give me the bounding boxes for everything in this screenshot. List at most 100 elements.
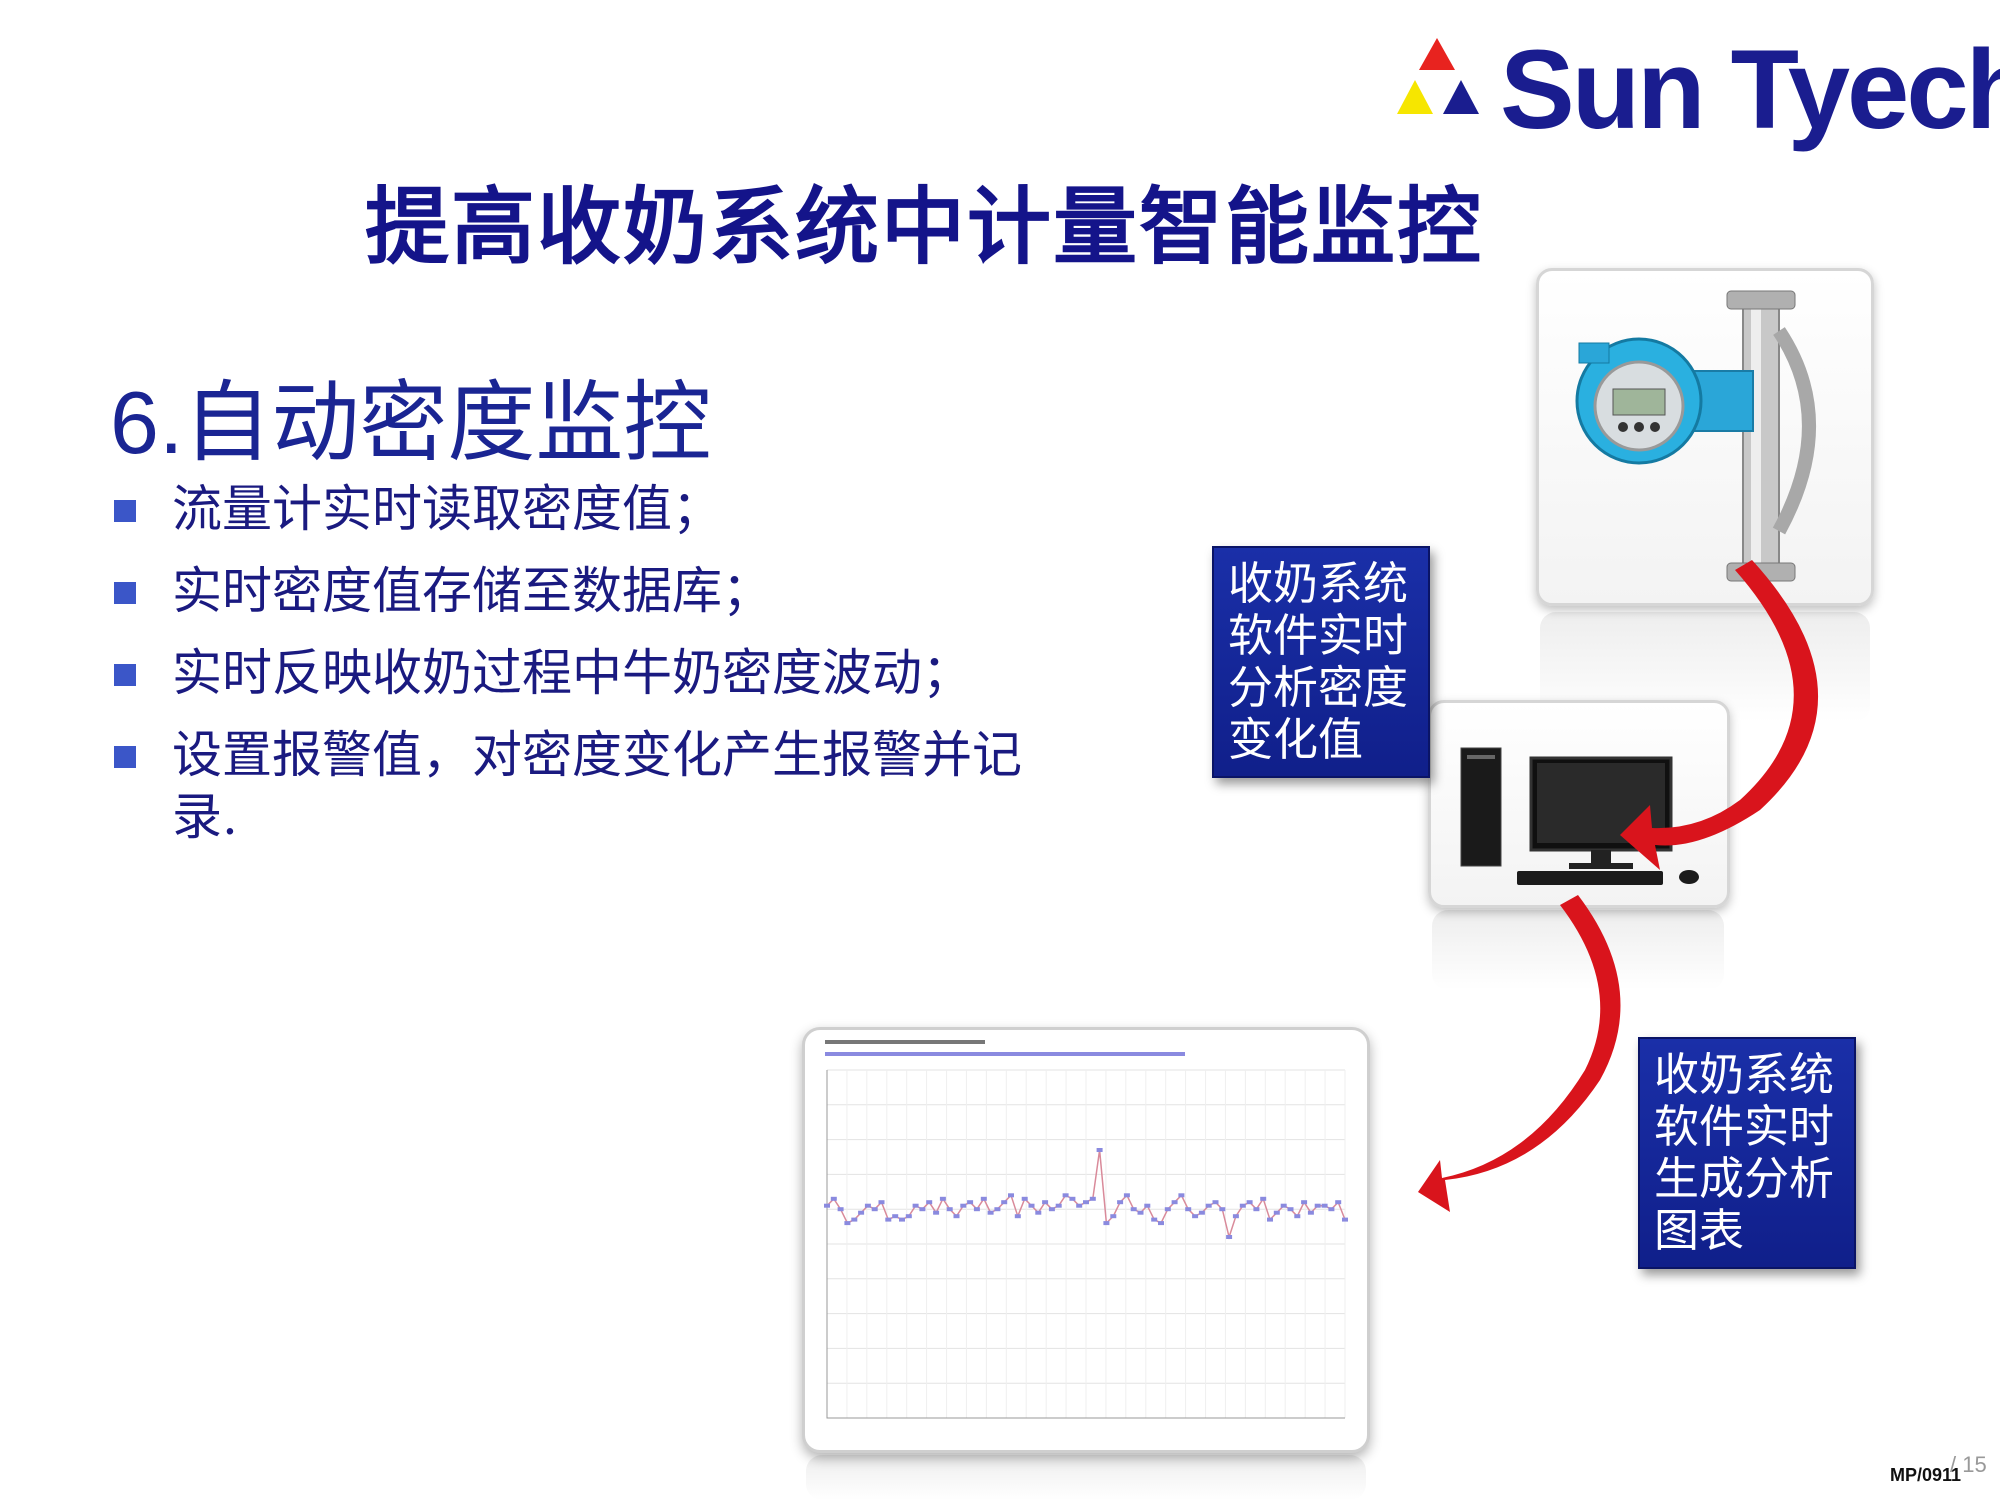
list-item: 实时密度值存储至数据库； <box>112 560 1072 622</box>
data-point <box>851 1217 858 1222</box>
data-point <box>1335 1200 1342 1205</box>
data-point <box>1048 1207 1055 1212</box>
data-point <box>1076 1203 1083 1208</box>
bullet-text: 设置报警值，对密度变化产生报警并记录. <box>172 726 1022 846</box>
data-point <box>994 1207 1001 1212</box>
data-point <box>980 1196 987 1201</box>
section-title: 自动密度监控 <box>183 371 712 474</box>
data-point <box>960 1203 967 1208</box>
data-point <box>946 1207 953 1212</box>
data-point <box>1328 1207 1335 1212</box>
data-point <box>1192 1214 1199 1219</box>
bullet-square-icon <box>114 500 136 522</box>
callout-line: 分析密度 <box>1228 661 1409 714</box>
data-point <box>1164 1207 1171 1212</box>
data-point <box>1042 1200 1049 1205</box>
callout-line: 图表 <box>1654 1204 1745 1257</box>
data-point <box>919 1207 926 1212</box>
logo-text: Sun Tyech <box>1500 27 2000 152</box>
bullet-square-icon <box>114 664 136 686</box>
data-point <box>837 1207 844 1212</box>
data-point <box>1239 1203 1246 1208</box>
data-point <box>1232 1214 1239 1219</box>
data-point <box>1246 1200 1253 1205</box>
list-item: 流量计实时读取密度值； <box>112 478 1072 540</box>
data-point <box>1089 1196 1096 1201</box>
callout-line: 软件实时 <box>1228 609 1409 662</box>
data-point <box>1008 1193 1014 1198</box>
data-point <box>973 1207 980 1212</box>
data-point <box>1178 1193 1185 1198</box>
chart-series <box>824 1148 1348 1240</box>
callout-line: 收奶系统 <box>1228 557 1409 610</box>
data-point <box>1287 1207 1294 1212</box>
arrow-to-chart-icon <box>1418 895 1621 1212</box>
data-point <box>871 1207 878 1212</box>
footer-code: MP/0911 <box>1890 1465 1962 1485</box>
data-point <box>905 1214 912 1219</box>
bullet-text: 实时反映收奶过程中牛奶密度波动； <box>172 644 972 702</box>
page-number: / 15 <box>1950 1452 1987 1477</box>
data-point <box>1151 1217 1158 1222</box>
logo-triangles-icon <box>1397 38 1479 114</box>
density-chart-card <box>802 1027 1370 1453</box>
data-point <box>864 1203 871 1208</box>
data-point <box>1103 1221 1110 1226</box>
slide-title: 提高收奶系统中计量智能监控 <box>365 178 1484 276</box>
callout-chart: 收奶系统 软件实时 生成分析 图表 <box>1638 1037 1856 1269</box>
data-point <box>824 1203 830 1208</box>
data-point <box>1117 1200 1124 1205</box>
data-point <box>1110 1214 1117 1219</box>
data-point <box>1260 1196 1267 1201</box>
density-chart <box>824 1040 1348 1419</box>
data-point <box>1096 1148 1103 1152</box>
data-point <box>892 1214 899 1219</box>
data-point <box>1307 1210 1314 1215</box>
data-point <box>1314 1203 1321 1208</box>
data-point <box>1267 1217 1273 1222</box>
arrow-to-computer-icon <box>1620 560 1819 870</box>
list-item: 设置报警值，对密度变化产生报警并记录. <box>112 724 1072 848</box>
data-point <box>1021 1196 1028 1201</box>
callout-analysis: 收奶系统 软件实时 分析密度 变化值 <box>1212 546 1430 778</box>
data-point <box>1212 1200 1219 1205</box>
chart-grid <box>826 1069 1346 1419</box>
data-point <box>1273 1210 1280 1215</box>
data-point <box>926 1200 933 1205</box>
axis-lines <box>826 1070 1345 1419</box>
data-point <box>987 1210 994 1215</box>
data-point <box>1219 1207 1226 1212</box>
data-point <box>1280 1203 1287 1208</box>
callout-line: 变化值 <box>1228 713 1364 766</box>
data-point <box>1028 1203 1035 1208</box>
data-point <box>1226 1235 1233 1239</box>
data-point <box>1062 1193 1069 1198</box>
data-point <box>1137 1210 1144 1215</box>
bullet-list: 流量计实时读取密度值； 实时密度值存储至数据库； 实时反映收奶过程中牛奶密度波动… <box>112 478 1072 868</box>
data-point <box>1158 1221 1164 1226</box>
data-point <box>1055 1203 1062 1208</box>
data-point <box>1014 1214 1021 1219</box>
flowmeter-card <box>1536 268 1874 606</box>
data-point <box>953 1214 960 1219</box>
data-point <box>885 1217 892 1222</box>
section-number: 6. <box>110 373 184 472</box>
data-point <box>1205 1203 1212 1208</box>
data-point <box>858 1210 865 1215</box>
bullet-text: 实时密度值存储至数据库； <box>172 562 772 620</box>
data-point <box>1123 1193 1130 1198</box>
chart-reflection <box>806 1455 1366 1500</box>
data-point <box>1001 1200 1008 1205</box>
section-heading: 6.自动密度监控 <box>110 352 711 479</box>
data-point <box>1321 1203 1328 1208</box>
data-point <box>1130 1207 1137 1212</box>
data-point <box>1253 1207 1260 1212</box>
chart-axes <box>826 1070 1345 1419</box>
data-point <box>1342 1217 1348 1222</box>
data-point <box>1198 1210 1205 1215</box>
data-point <box>1171 1200 1178 1205</box>
computer-card <box>1428 700 1730 908</box>
bullet-text: 流量计实时读取密度值； <box>172 480 722 538</box>
